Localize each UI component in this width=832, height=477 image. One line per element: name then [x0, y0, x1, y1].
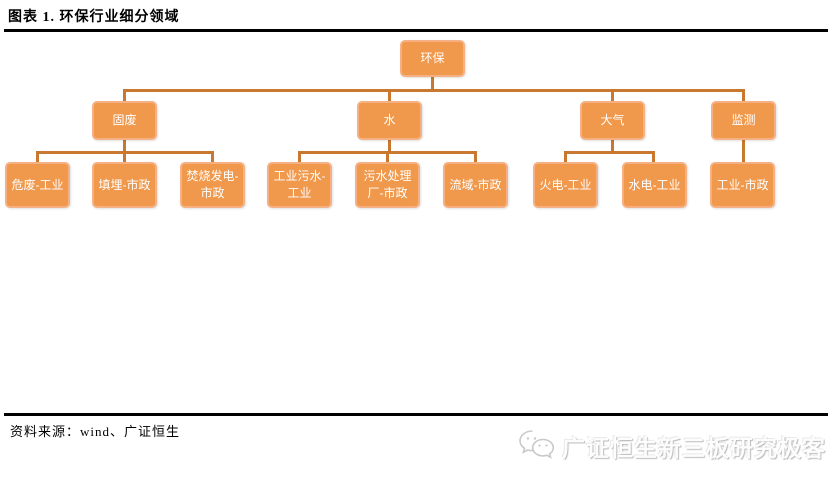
source-note: 资料来源：wind、广证恒生 — [10, 424, 181, 439]
connector-to-solid-waste — [123, 89, 126, 101]
node-water: 水 — [357, 101, 422, 140]
node-sewage-plant: 污水处理厂-市政 — [355, 162, 420, 208]
node-monitoring: 监测 — [711, 101, 776, 140]
node-hydro-power: 水电-工业 — [622, 162, 687, 208]
connector-to-hydro-power — [652, 151, 655, 162]
node-thermal-power: 火电-工业 — [533, 162, 598, 208]
watermark-text: 广证恒生新三板研究极客 — [562, 435, 826, 461]
footer-divider — [4, 413, 828, 416]
connector-air-span — [564, 151, 654, 154]
node-industrial-wastewater: 工业污水-工业 — [267, 162, 332, 208]
connector-to-incineration — [211, 151, 214, 162]
connector-to-landfill — [123, 151, 126, 162]
connector-to-sewage-plant — [386, 151, 389, 162]
connector-to-industrial-wastewater — [298, 151, 301, 162]
title-divider — [4, 29, 828, 32]
connector-solid-waste-down — [123, 140, 126, 152]
brand-watermark: 广证恒生新三板研究极客 — [516, 428, 826, 464]
node-industrial-municipal: 工业-市政 — [710, 162, 775, 208]
node-root-environmental: 环保 — [400, 40, 465, 77]
connector-level2-span — [123, 89, 745, 92]
connector-air-down — [611, 140, 614, 152]
connector-to-hazardous-waste — [36, 151, 39, 162]
node-watershed: 流域-市政 — [443, 162, 508, 208]
connector-monitoring-down — [742, 140, 745, 162]
wechat-icon — [519, 430, 555, 459]
node-air: 大气 — [580, 101, 645, 140]
connector-to-air — [611, 89, 614, 101]
node-incineration: 焚烧发电-市政 — [180, 162, 245, 208]
node-landfill: 填埋-市政 — [92, 162, 157, 208]
connector-root-down — [431, 77, 434, 90]
connector-to-monitoring — [742, 89, 745, 101]
connector-to-water — [388, 89, 391, 101]
figure-title: 图表 1. 环保行业细分领域 — [8, 10, 180, 25]
connector-to-thermal-power — [564, 151, 567, 162]
node-solid-waste: 固废 — [92, 101, 157, 140]
node-hazardous-waste: 危废-工业 — [5, 162, 70, 208]
connector-to-watershed — [474, 151, 477, 162]
connector-water-down — [388, 140, 391, 152]
